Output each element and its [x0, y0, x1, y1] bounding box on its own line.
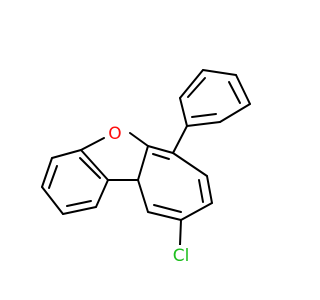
molecule-structure: O Cl — [41, 69, 251, 266]
bond-c7-c9 — [147, 145, 174, 154]
bond-c4-c5-inner — [66, 200, 92, 207]
bond-c1-c2 — [51, 149, 82, 159]
bond-c10-c11 — [206, 175, 213, 204]
bond-p6-p1-inner — [191, 113, 217, 118]
bond-p2-p3-inner — [187, 77, 206, 98]
bond-c13-c8 — [137, 179, 149, 213]
oxygen-label: O — [108, 124, 121, 144]
bond-c9-phenyl — [172, 125, 188, 154]
bond-p4-p5-inner — [228, 81, 241, 104]
bond-c6-c1 — [80, 149, 109, 181]
bond-c12-c13-inner — [153, 204, 182, 213]
furan-ring — [80, 132, 149, 181]
bond-c4-c5 — [62, 206, 97, 215]
phenyl-ring — [179, 69, 251, 127]
left-benzene-ring — [41, 149, 109, 215]
bond-c6-c1-inner — [79, 157, 101, 179]
oxygen-atom: O — [107, 123, 123, 144]
bond-c11-c12 — [180, 202, 213, 221]
bond-c1-o — [80, 137, 105, 151]
chlorine-atom: Cl — [168, 245, 194, 266]
bond-p4-p5 — [235, 74, 251, 105]
bond-c2-c3-inner — [48, 165, 58, 189]
bond-p5-p6 — [219, 103, 251, 123]
bond-c12-cl — [179, 219, 182, 246]
bond-c9-c10 — [172, 152, 208, 177]
bond-p3-p4 — [202, 69, 237, 76]
bond-o-c7 — [129, 132, 149, 147]
bond-c5-c6 — [95, 179, 109, 208]
bond-c7-c8 — [137, 145, 149, 181]
bond-c12-c13 — [147, 211, 182, 221]
bond-c10-c11-inner — [198, 179, 204, 203]
bond-p1-p2 — [179, 97, 188, 127]
structure-canvas: O Cl — [41, 69, 251, 266]
substituent-bonds — [172, 125, 188, 246]
bond-p6-p1 — [186, 121, 221, 127]
bond-c3-c4 — [41, 186, 64, 215]
bond-c2-c3 — [41, 157, 53, 188]
chlorine-label: Cl — [173, 246, 190, 266]
bond-c7-c9-inner — [152, 153, 170, 160]
right-benzene-ring — [137, 145, 213, 221]
bond-p2-p3 — [179, 69, 204, 99]
